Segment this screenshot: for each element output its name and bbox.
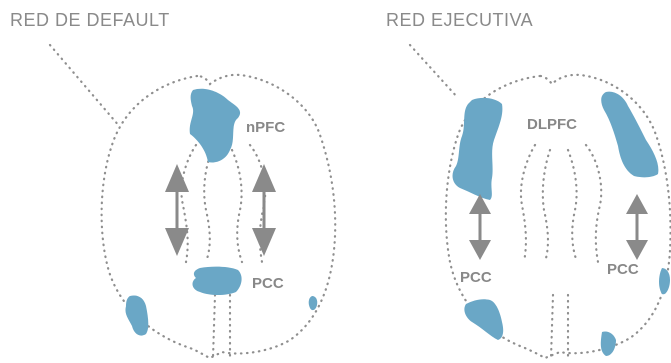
label-pcc-executive-left: PCC — [460, 269, 492, 286]
default-ventricle-right-inner — [230, 148, 244, 264]
executive-leader-line — [408, 43, 460, 100]
default-network-brain: nPFC PCC — [48, 43, 337, 360]
executive-network-title: RED EJECUTIVA — [386, 10, 534, 30]
executive-brain-outline — [444, 73, 671, 360]
executive-ventricle-left-inner — [541, 148, 552, 264]
default-ventricle-left-inner — [203, 148, 214, 264]
executive-ventricle-right-inner — [566, 148, 579, 264]
executive-pcc-region-right — [659, 268, 670, 295]
executive-arrow-left — [469, 194, 491, 260]
executive-arrow-right — [626, 194, 648, 260]
label-pcc-default: PCC — [252, 275, 284, 292]
default-small-region-right — [308, 296, 318, 311]
executive-midline-left — [549, 293, 555, 360]
default-ventricle-left — [180, 143, 198, 264]
label-dlpfc: DLPFC — [527, 116, 577, 133]
executive-dlpfc-region-right — [601, 91, 659, 178]
default-network-title: RED DE DEFAULT — [10, 10, 170, 30]
executive-pcc-region-left — [464, 299, 504, 340]
default-arrow-left — [165, 164, 189, 256]
default-npfc-region — [189, 88, 241, 163]
default-midline-left — [211, 293, 217, 360]
label-pcc-executive-right: PCC — [607, 261, 639, 278]
executive-dlpfc-region-left — [452, 97, 503, 200]
executive-network-brain: DLPFC PCC PCC — [408, 43, 671, 360]
executive-pcc-region-bottom — [600, 331, 616, 356]
executive-ventricle-left — [519, 143, 537, 264]
default-pcc-region — [192, 266, 242, 295]
default-leader-line — [48, 43, 122, 129]
default-arrow-right — [252, 164, 276, 256]
executive-ventricle-right — [584, 143, 603, 264]
label-npfc: nPFC — [246, 119, 285, 136]
default-small-region-left — [125, 295, 149, 336]
